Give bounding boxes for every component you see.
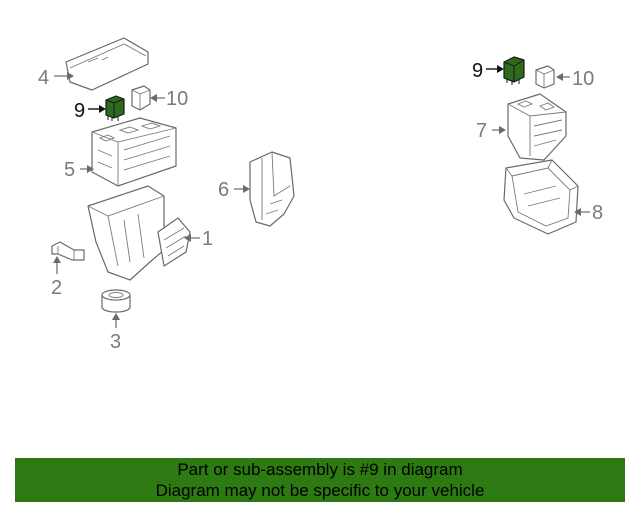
svg-text:7: 7: [476, 120, 487, 142]
svg-text:8: 8: [592, 202, 603, 224]
callout-10-left: 10: [150, 88, 188, 110]
callout-5: 5: [64, 159, 94, 181]
svg-text:1: 1: [202, 228, 213, 250]
banner-line-1: Part or sub-assembly is #9 in diagram: [177, 460, 463, 479]
part-1-housing: [87, 185, 191, 281]
callout-1: 1: [184, 228, 213, 250]
callout-3: 3: [110, 313, 121, 353]
info-banner: Part or sub-assembly is #9 in diagram Di…: [15, 458, 625, 502]
svg-text:10: 10: [572, 68, 594, 90]
part-9-relay-left: [105, 95, 125, 121]
svg-text:2: 2: [51, 277, 62, 299]
part-4-cover: [65, 37, 149, 91]
callout-4: 4: [38, 67, 74, 89]
callout-9-right: 9: [472, 60, 504, 82]
parts-diagram: 4 9 10 5: [38, 37, 603, 353]
callout-2: 2: [51, 256, 62, 299]
callout-7: 7: [476, 120, 506, 142]
part-9-relay-right: [503, 56, 525, 85]
svg-text:3: 3: [110, 331, 121, 353]
callout-8: 8: [574, 202, 603, 224]
callout-6: 6: [218, 179, 250, 201]
part-7-relay-block: [507, 93, 567, 161]
svg-text:9: 9: [74, 100, 85, 122]
svg-text:4: 4: [38, 67, 49, 89]
part-10-left: [131, 85, 151, 111]
svg-text:10: 10: [166, 88, 188, 110]
part-3-grommet: [101, 289, 131, 313]
part-8-tray: [503, 159, 579, 235]
svg-text:5: 5: [64, 159, 75, 181]
callout-9-left: 9: [74, 100, 106, 122]
part-6-bracket: [249, 151, 295, 227]
banner-line-2: Diagram may not be specific to your vehi…: [155, 481, 485, 500]
part-5-fuse-block: [91, 117, 177, 187]
svg-text:9: 9: [472, 60, 483, 82]
part-10-right: [535, 65, 555, 89]
svg-text:6: 6: [218, 179, 229, 201]
part-2-bracket: [51, 241, 85, 261]
callout-10-right: 10: [556, 68, 594, 90]
